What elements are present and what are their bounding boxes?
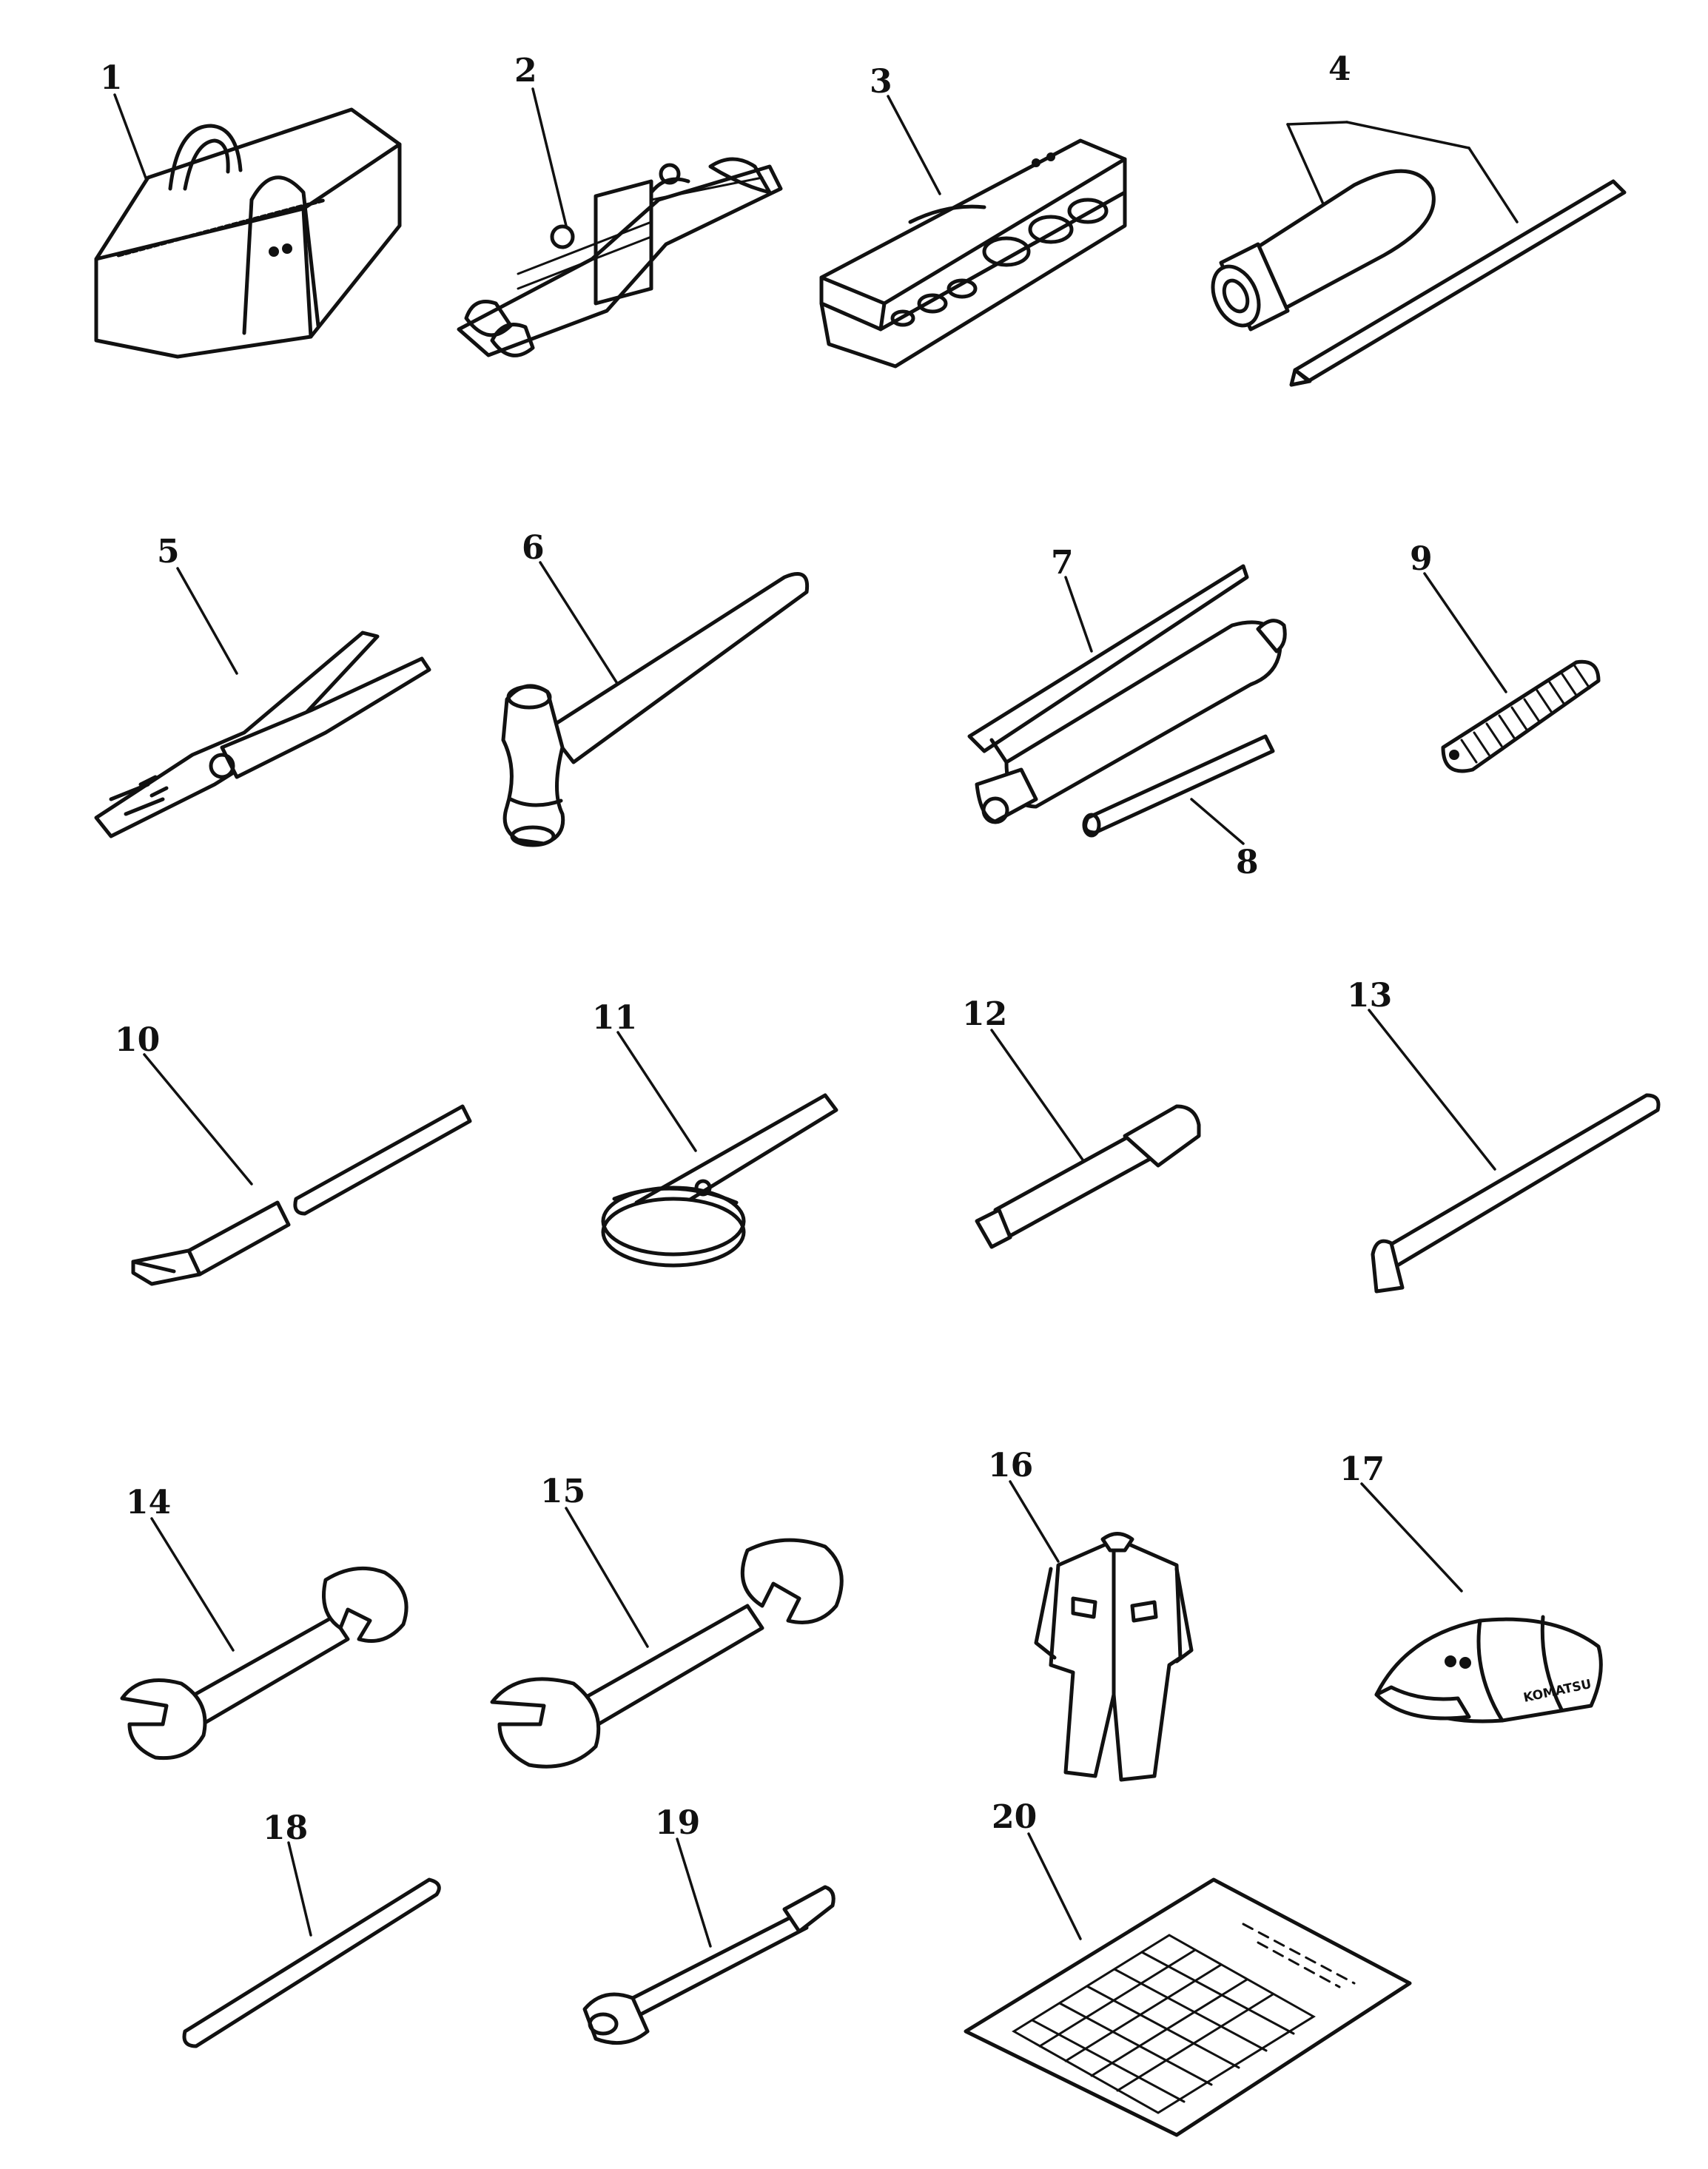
- item-7-grease-gun: 7: [967, 544, 1287, 824]
- item-14-wrench: 14: [120, 1484, 408, 1761]
- bag-logo-icon: [269, 246, 279, 257]
- item-12-label: 12: [962, 995, 1007, 1033]
- item-16-coveralls: 16: [988, 1447, 1194, 1782]
- item-8-extension: 8: [1082, 734, 1275, 881]
- item-15-label: 15: [540, 1473, 585, 1510]
- item-8-label: 8: [1236, 844, 1259, 881]
- item-12-extension-bar: 12: [962, 995, 1201, 1249]
- item-17-label: 17: [1339, 1450, 1385, 1488]
- item-11-filter-wrench: 11: [592, 999, 838, 1268]
- item-6-label: 6: [522, 529, 545, 567]
- item-10-bar: 10: [115, 1021, 472, 1286]
- item-1-label: 1: [100, 59, 123, 97]
- item-2-spanner-set: 2: [457, 52, 783, 357]
- item-11-label: 11: [592, 999, 637, 1037]
- item-5-pliers: 5: [94, 533, 431, 838]
- item-5-label: 5: [157, 533, 180, 571]
- item-18-rod: 18: [182, 1809, 441, 2048]
- item-10-label: 10: [115, 1021, 160, 1059]
- item-15-wrench: 15: [490, 1473, 844, 1769]
- item-9-label: 9: [1410, 540, 1433, 578]
- item-4-label: 4: [1328, 50, 1351, 88]
- item-4-screwdriver: 4: [1211, 50, 1627, 387]
- item-20-manual: 20: [964, 1798, 1412, 2137]
- item-2-label: 2: [514, 52, 537, 90]
- item-13-l-wrench: 13: [1347, 977, 1661, 1294]
- item-1-tool-bag: 1: [94, 59, 402, 359]
- item-19-label: 19: [655, 1804, 700, 1842]
- item-3-socket-box: 3: [819, 63, 1127, 369]
- item-20-label: 20: [992, 1798, 1037, 1836]
- item-9-spring: 9: [1410, 540, 1601, 773]
- item-14-label: 14: [126, 1484, 171, 1521]
- item-19-socket-bar: 19: [582, 1804, 835, 2045]
- item-7-label: 7: [1051, 544, 1074, 582]
- item-6-hammer: 6: [501, 529, 810, 847]
- item-13-label: 13: [1347, 977, 1392, 1015]
- item-17-cap: 17 KOMATSU: [1339, 1450, 1603, 1724]
- item-18-label: 18: [263, 1809, 308, 1847]
- item-16-label: 16: [988, 1447, 1033, 1484]
- item-3-label: 3: [870, 63, 892, 101]
